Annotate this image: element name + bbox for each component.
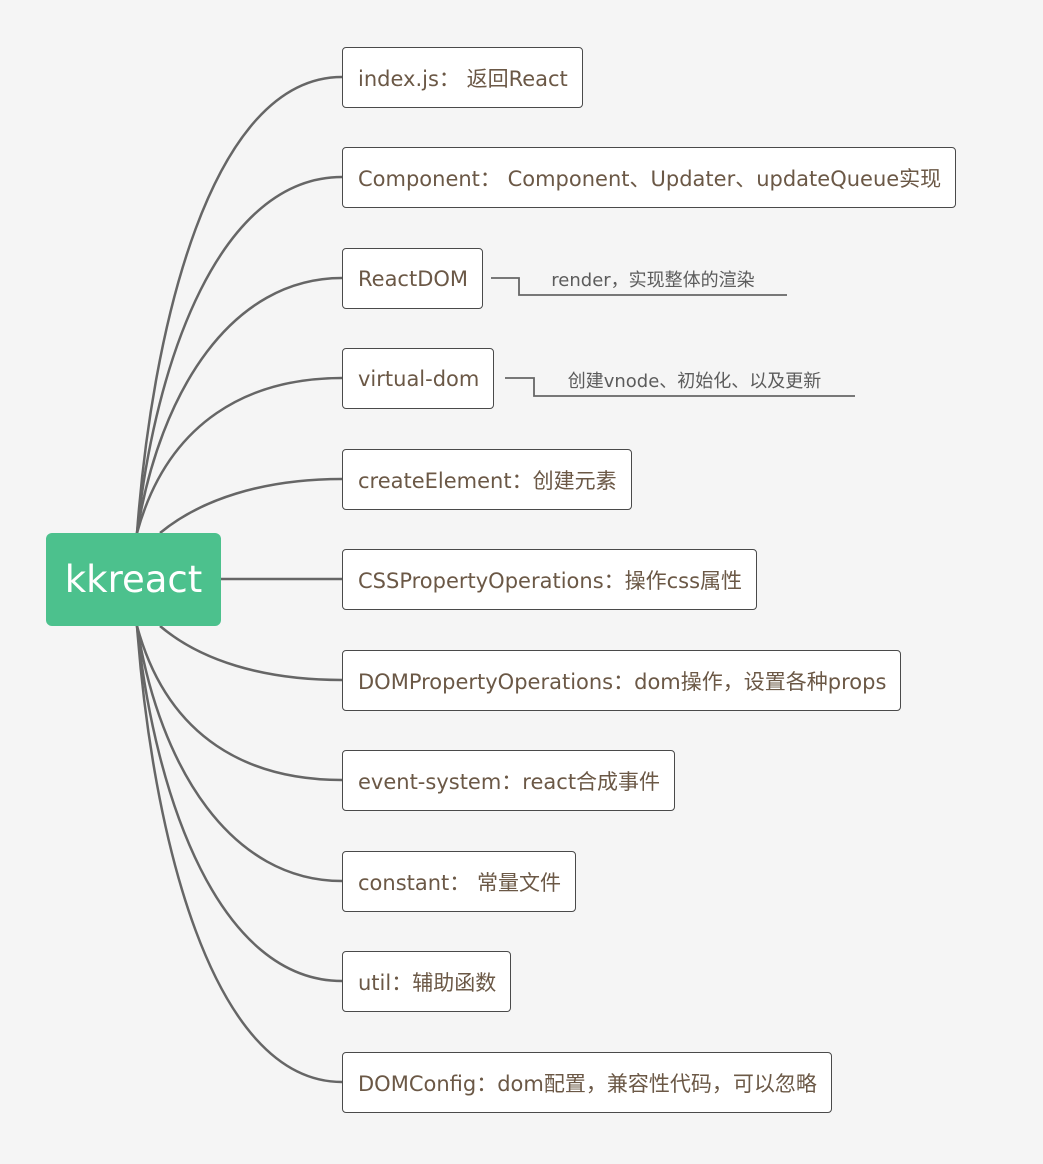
topic-create-element[interactable]: createElement：创建元素 — [342, 449, 632, 510]
connector-8 — [135, 625, 343, 883]
root-node[interactable]: kkreact — [46, 533, 221, 626]
connector-3 — [135, 376, 343, 534]
note-connector-0 — [491, 277, 787, 296]
connector-0 — [135, 75, 343, 534]
note-reactdom-render[interactable]: render，实现整体的渲染 — [551, 270, 755, 291]
topic-event-system[interactable]: event-system：react合成事件 — [342, 750, 676, 811]
topic-reactdom[interactable]: ReactDOM — [342, 248, 484, 309]
topic-virtual-dom[interactable]: virtual-dom — [342, 348, 495, 409]
topic-util[interactable]: util：辅助函数 — [342, 951, 512, 1012]
connector-6 — [159, 625, 343, 682]
connector-10 — [135, 625, 343, 1084]
topic-dom-property-operations[interactable]: DOMPropertyOperations：dom操作，设置各种props — [342, 650, 902, 711]
topic-component[interactable]: Component： Component、Updater、updateQueue… — [342, 147, 957, 208]
topic-constant[interactable]: constant： 常量文件 — [342, 851, 576, 912]
note-virtual-dom[interactable]: 创建vnode、初始化、以及更新 — [567, 371, 822, 392]
note-connector-1 — [505, 377, 855, 397]
connector-2 — [135, 276, 343, 534]
connector-9 — [135, 625, 343, 983]
connector-1 — [135, 175, 343, 534]
topic-dom-config[interactable]: DOMConfig：dom配置，兼容性代码，可以忽略 — [342, 1052, 832, 1113]
connector-7 — [135, 625, 343, 782]
topic-index-js[interactable]: index.js： 返回React — [342, 47, 583, 108]
topic-css-property-operations[interactable]: CSSPropertyOperations：操作css属性 — [342, 549, 758, 610]
connector-4 — [159, 477, 343, 534]
